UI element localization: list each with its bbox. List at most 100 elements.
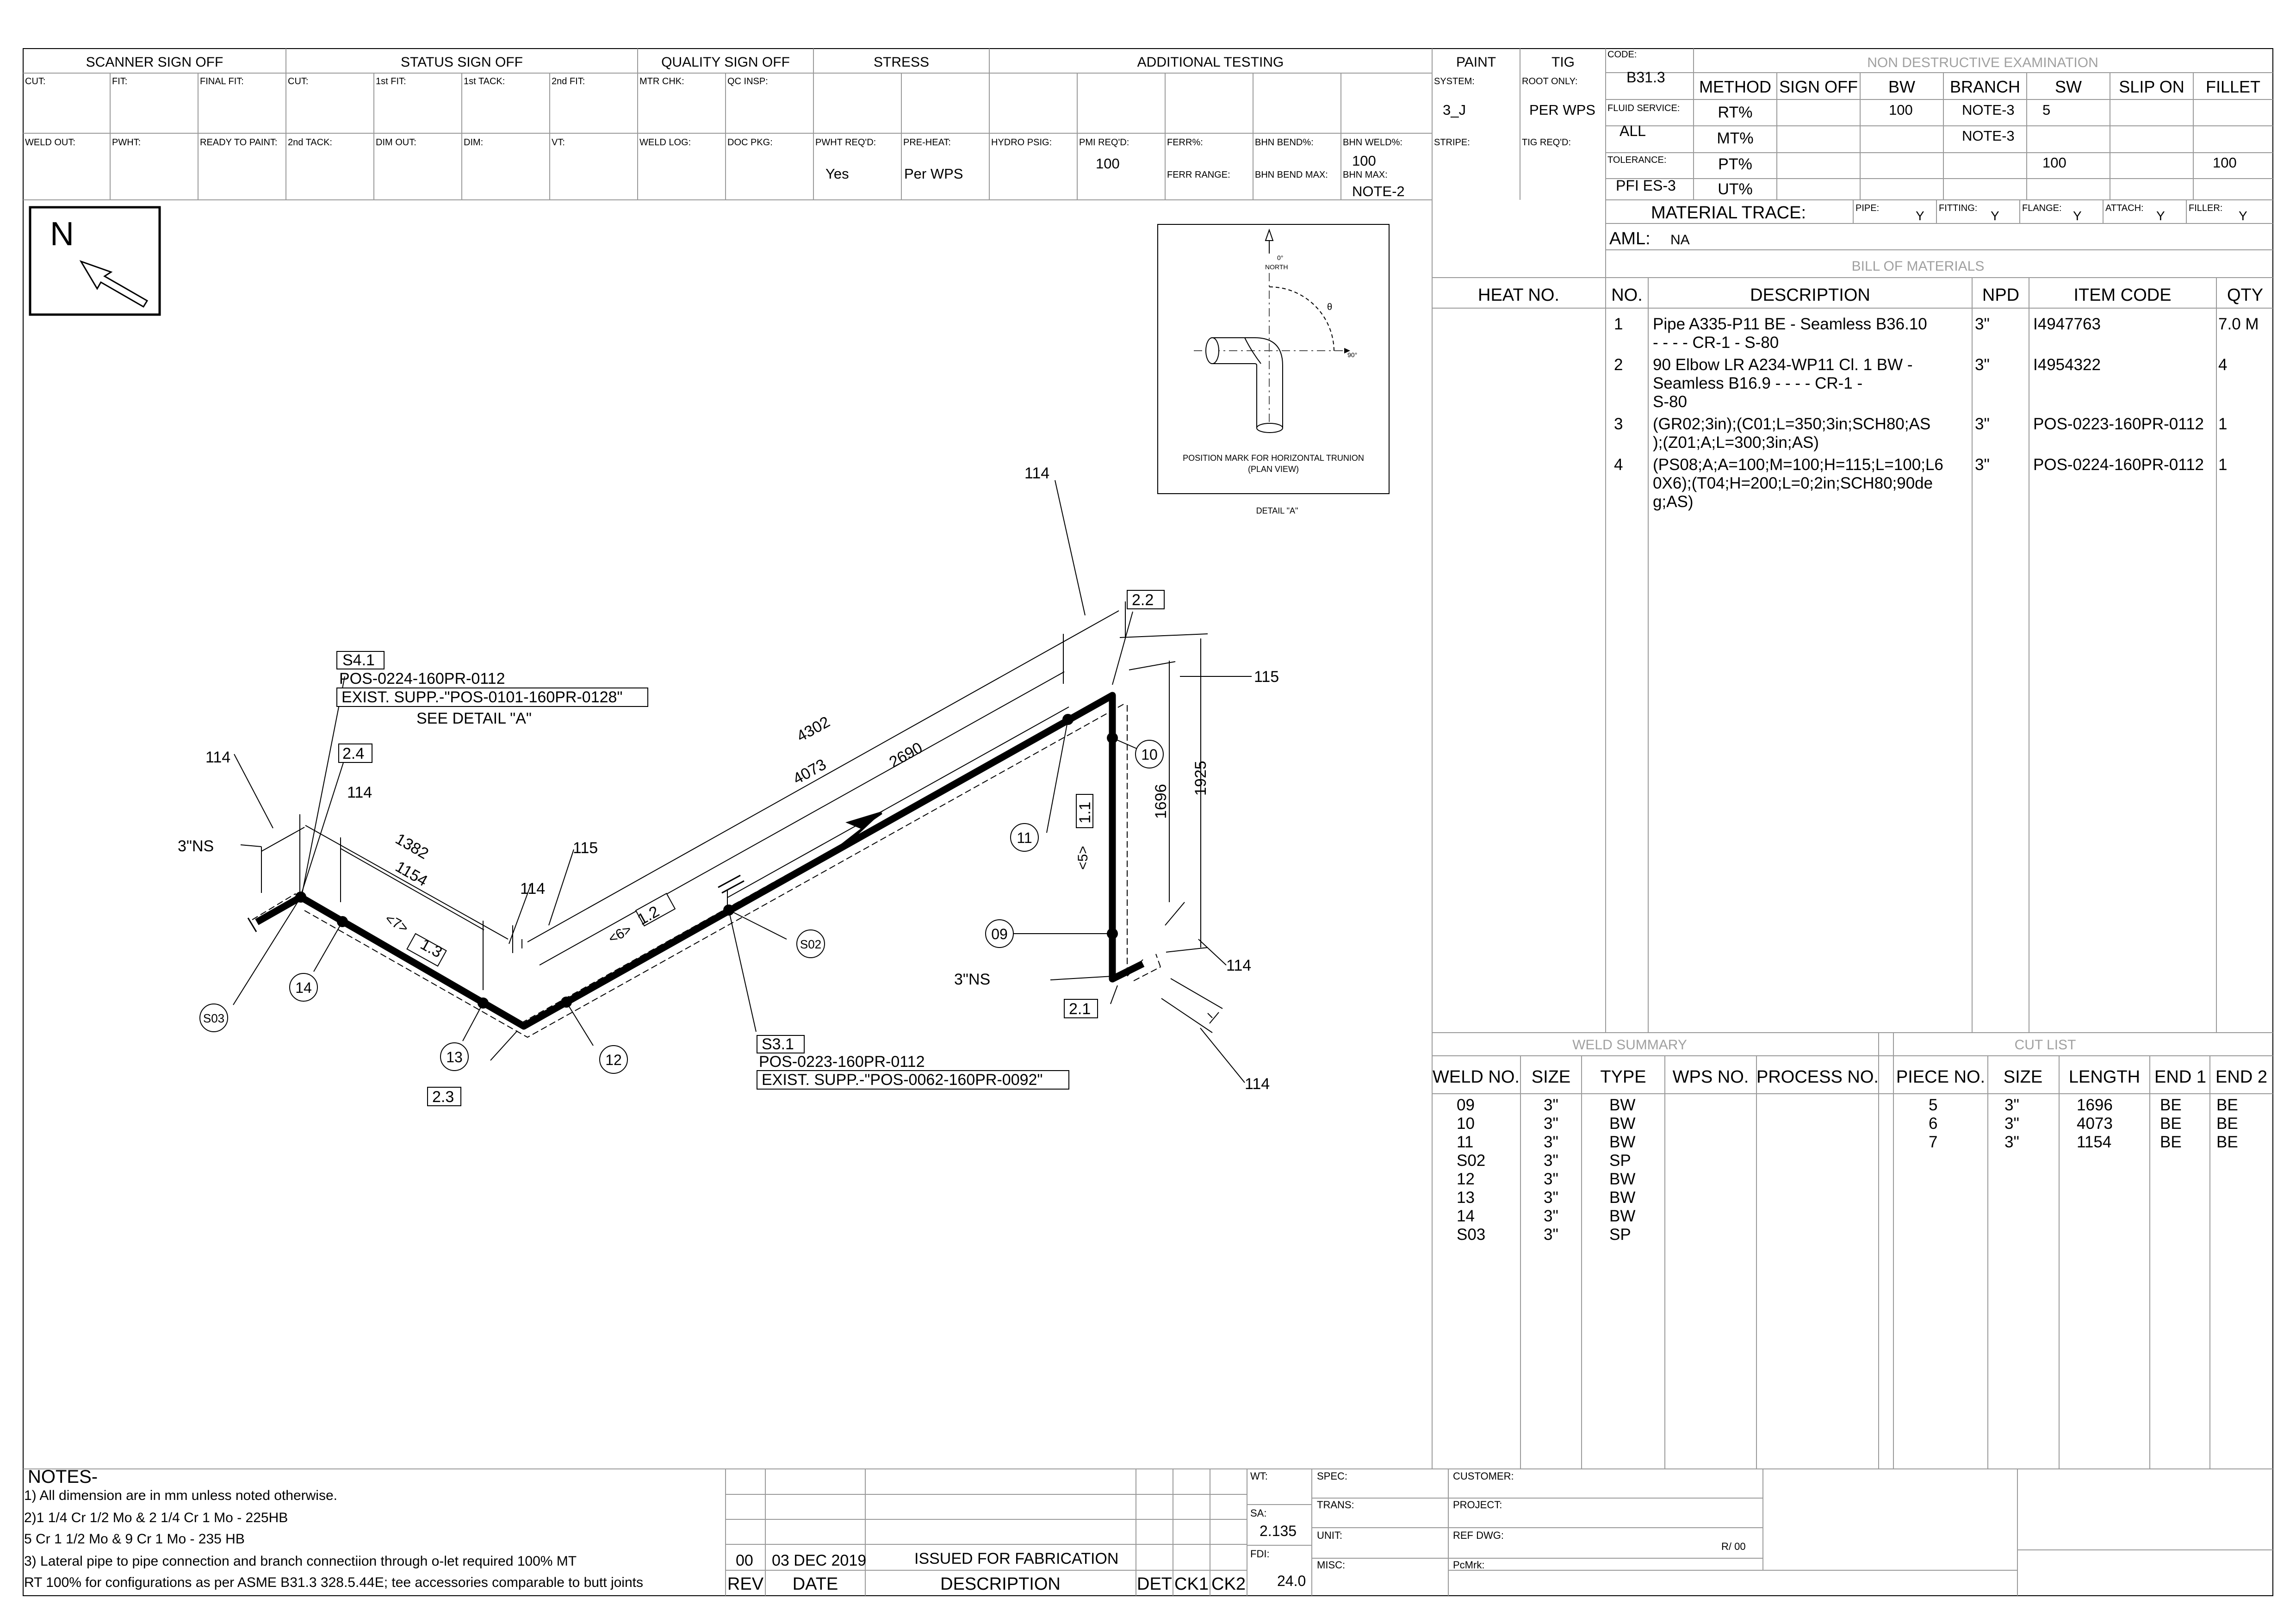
trace-pipe-value: Y bbox=[1916, 209, 1924, 223]
value-pre-heat: Per WPS bbox=[904, 166, 963, 182]
weld-row-size: 3" bbox=[1544, 1170, 1558, 1188]
label-bhn-bend-max: BHN BEND MAX: bbox=[1255, 170, 1328, 180]
cut-row-end1: BE bbox=[2160, 1096, 2182, 1114]
label-2nd-tack: 2nd TACK: bbox=[288, 137, 332, 148]
weld-row-size: 3" bbox=[1544, 1096, 1558, 1114]
label-dim: DIM: bbox=[464, 137, 483, 148]
nde-header-sw: SW bbox=[2055, 77, 2082, 96]
box-2-4: 2.4 bbox=[342, 745, 364, 762]
label-ferr: FERR%: bbox=[1167, 137, 1203, 148]
label-trans: TRANS: bbox=[1317, 1499, 1354, 1511]
bom-header-npd: NPD bbox=[1982, 285, 2019, 305]
revision-rev-value: 00 bbox=[736, 1552, 753, 1569]
bom-row4-desc-line3: g;AS) bbox=[1653, 493, 1694, 511]
note-line-3: 5 Cr 1 1/2 Mo & 9 Cr 1 Mo - 235 HB bbox=[24, 1531, 245, 1547]
cut-row-end1: BE bbox=[2160, 1133, 2182, 1151]
nde-header-slip-on: SLIP ON bbox=[2119, 77, 2184, 96]
nde-rt-branch: NOTE-3 bbox=[1962, 102, 2015, 118]
detail-theta: θ bbox=[1327, 302, 1332, 312]
weld-row-size: 3" bbox=[1544, 1152, 1558, 1170]
group-scanner: SCANNER SIGN OFF bbox=[86, 55, 223, 70]
nde-header-method: METHOD bbox=[1699, 77, 1771, 96]
bom-row2-npd: 3" bbox=[1975, 356, 1990, 374]
support2-existing: EXIST. SUPP.-"POS-0062-160PR-0092" bbox=[762, 1071, 1043, 1089]
support1-tag: S4.1 bbox=[342, 651, 375, 669]
cut-row-size: 3" bbox=[2004, 1096, 2019, 1114]
value-bhn-weld: 100 bbox=[1352, 153, 1376, 169]
weld-row-size: 3" bbox=[1544, 1115, 1558, 1133]
label-hydro-psig: HYDRO PSIG: bbox=[991, 137, 1052, 148]
trace-flange-label: FLANGE: bbox=[2022, 203, 2062, 213]
material-trace-label: MATERIAL TRACE: bbox=[1651, 203, 1806, 223]
weld-row-type: SP bbox=[1609, 1152, 1631, 1170]
weld-row-no: 10 bbox=[1457, 1115, 1475, 1133]
group-status: STATUS SIGN OFF bbox=[401, 55, 523, 70]
value-pwht-reqd: Yes bbox=[825, 166, 849, 182]
cut-row-piece: 7 bbox=[1929, 1133, 1937, 1151]
nde-method-pt: PT% bbox=[1718, 155, 1752, 173]
support1-see-detail: SEE DETAIL "A" bbox=[416, 710, 532, 727]
value-ref-dwg: R/ 00 bbox=[1721, 1541, 1746, 1552]
bom-header-item-code: ITEM CODE bbox=[2073, 285, 2171, 305]
note-line-2: 2)1 1/4 Cr 1/2 Mo & 2 1/4 Cr 1 Mo - 225H… bbox=[24, 1510, 288, 1525]
cut-row-size: 3" bbox=[2004, 1133, 2019, 1151]
weld-header-process-no: PROCESS NO. bbox=[1756, 1067, 1879, 1087]
nde-method-mt: MT% bbox=[1717, 130, 1753, 147]
nde-mt-branch: NOTE-3 bbox=[1962, 128, 2015, 144]
label-dim-out: DIM OUT: bbox=[376, 137, 416, 148]
weld-row-type: BW bbox=[1609, 1115, 1635, 1133]
cut-row-piece: 6 bbox=[1929, 1115, 1937, 1133]
nde-table: NON DESTRUCTIVE EXAMINATION METHOD SIGN … bbox=[1606, 55, 2273, 200]
label-status-cut: CUT: bbox=[288, 76, 308, 87]
notes-title: NOTES- bbox=[28, 1467, 98, 1487]
value-tolerance: PFI ES-3 bbox=[1616, 177, 1676, 194]
weld-bubble-09: 09 bbox=[991, 926, 1008, 942]
weld-bubble-11: 11 bbox=[1017, 830, 1032, 846]
trace-fitting-label: FITTING: bbox=[1939, 203, 1977, 213]
weld-row-no: 13 bbox=[1457, 1189, 1475, 1207]
label-final-fit: FINAL FIT: bbox=[200, 76, 244, 87]
label-wt: WT: bbox=[1250, 1470, 1268, 1482]
nde-title: NON DESTRUCTIVE EXAMINATION bbox=[1867, 55, 2098, 70]
trace-filler-value: Y bbox=[2239, 209, 2247, 223]
label-tolerance: TOLERANCE: bbox=[1607, 155, 1666, 165]
trace-attach-value: Y bbox=[2156, 209, 2165, 223]
label-bhn-bend: BHN BEND%: bbox=[1255, 137, 1314, 148]
cut-row-end2: BE bbox=[2216, 1115, 2238, 1133]
north-arrow: N bbox=[29, 206, 161, 316]
callout-114-center: 114 bbox=[520, 880, 545, 898]
weld-summary-title: WELD SUMMARY bbox=[1572, 1037, 1687, 1053]
bom-header-qty: QTY bbox=[2227, 285, 2263, 305]
label-fdi: FDI: bbox=[1250, 1548, 1270, 1560]
value-sa: 2.135 bbox=[1260, 1523, 1297, 1539]
group-additional-testing: ADDITIONAL TESTING bbox=[1137, 55, 1284, 70]
weld-row-type: BW bbox=[1609, 1207, 1635, 1225]
weld-bubble-s03: S03 bbox=[203, 1011, 224, 1025]
group-stress: STRESS bbox=[874, 55, 929, 70]
callout-114-top: 114 bbox=[1024, 465, 1049, 482]
bom-row2-qty: 4 bbox=[2218, 356, 2227, 374]
trace-flange-value: Y bbox=[2073, 209, 2082, 223]
weld-bubble-10: 10 bbox=[1141, 746, 1158, 763]
value-pmi: 100 bbox=[1096, 155, 1120, 172]
north-arrow-icon bbox=[79, 260, 149, 308]
callout-114-bottom: 114 bbox=[1245, 1075, 1270, 1093]
label-pwht: PWHT: bbox=[112, 137, 141, 148]
value-code: B31.3 bbox=[1626, 69, 1665, 86]
label-fluid-service: FLUID SERVICE: bbox=[1607, 103, 1680, 113]
weld-row-no: 12 bbox=[1457, 1170, 1475, 1188]
label-bhn-max: BHN MAX: bbox=[1343, 170, 1388, 180]
note-line-1: 1) All dimension are in mm unless noted … bbox=[24, 1488, 337, 1503]
callout-115-right: 115 bbox=[1254, 668, 1279, 686]
box-2-3: 2.3 bbox=[432, 1088, 454, 1106]
value-fluid-service: ALL bbox=[1620, 123, 1646, 139]
revision-desc-value: ISSUED FOR FABRICATION bbox=[914, 1550, 1118, 1567]
bom-row3-desc-line2: );(Z01;A;L=300;3in;AS) bbox=[1653, 434, 1819, 452]
bom-row3-desc-line1: (GR02;3in);(C01;L=350;3in;SCH80;AS bbox=[1653, 415, 1930, 433]
group-quality: QUALITY SIGN OFF bbox=[661, 55, 790, 70]
label-2nd-fit: 2nd FIT: bbox=[552, 76, 585, 87]
weld-header-size: SIZE bbox=[1532, 1067, 1570, 1087]
bom-row4-item-code: POS-0224-160PR-0112 bbox=[2033, 456, 2204, 474]
label-pmi-reqd: PMI REQ'D: bbox=[1079, 137, 1129, 148]
bom-title: BILL OF MATERIALS bbox=[1852, 259, 1985, 274]
